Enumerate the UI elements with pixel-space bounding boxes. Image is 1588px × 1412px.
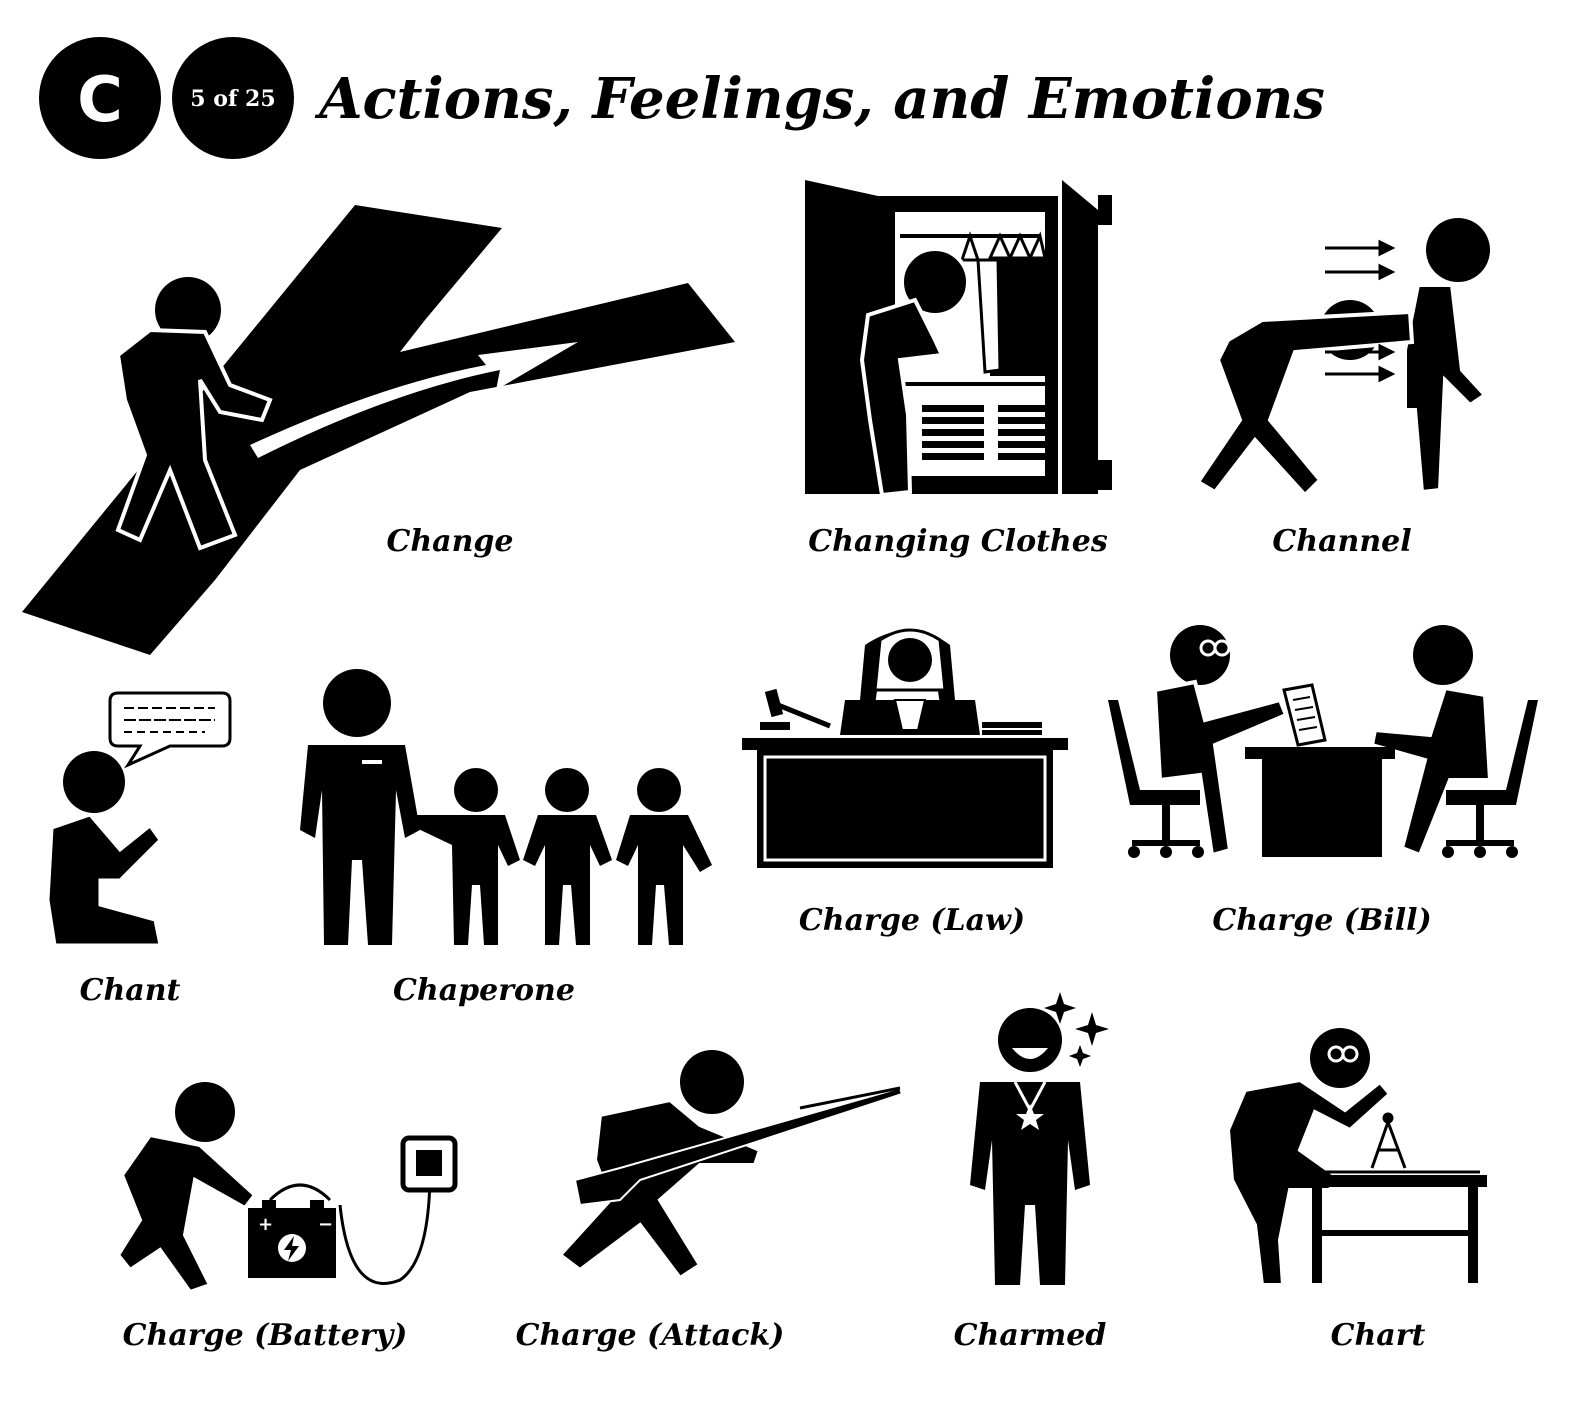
caption-charmed: Charmed [954, 1318, 1107, 1353]
caption-charge-battery: Charge (Battery) [123, 1318, 408, 1353]
caption-change: Change [386, 524, 513, 559]
wardrobe-icon [805, 180, 1112, 498]
sparkle-icons [1044, 992, 1109, 1067]
judge-bench-icon [742, 628, 1068, 868]
header: C 5 of 25 Actions, Feelings, and Emotion… [39, 37, 1325, 159]
icon-charmed: Charmed [954, 992, 1109, 1353]
caption-charge-law: Charge (Law) [799, 903, 1025, 938]
adult-with-children-icon [300, 669, 712, 945]
motion-arrows [1325, 239, 1396, 383]
drafting-table-icon [1225, 1028, 1487, 1287]
icon-charge-battery: + − Charge (Battery) [115, 1082, 458, 1353]
icon-change: Change [22, 205, 735, 655]
caption-changing-clothes: Changing Clothes [808, 524, 1108, 559]
children-figures [410, 768, 712, 945]
icon-charge-attack: Charge (Attack) [516, 1050, 904, 1353]
page-count-text: 5 of 25 [190, 86, 275, 112]
page-count-badge [172, 37, 294, 159]
icon-charge-law: Charge (Law) [742, 628, 1068, 938]
bill-handover-icon [1108, 625, 1538, 858]
speech-lines [124, 707, 215, 733]
compass-icon [1370, 1112, 1407, 1169]
energy-channel-icon [1195, 218, 1490, 498]
icon-channel: Channel [1195, 218, 1490, 559]
caption-chart: Chart [1331, 1318, 1426, 1353]
letter-badge-text: C [77, 63, 123, 136]
gavel-icon [760, 688, 831, 730]
sparkle-medal-icon [970, 992, 1109, 1285]
path-split-icon [22, 205, 735, 655]
caption-chaperone: Chaperone [393, 973, 575, 1008]
kneeling-chant-icon [46, 691, 232, 947]
letter-badge [39, 37, 161, 159]
office-chairs [1108, 700, 1538, 858]
bayonet-charge-icon [557, 1050, 904, 1281]
icon-chant: Chant [46, 691, 232, 1008]
icon-chaperone: Chaperone [300, 669, 712, 1008]
folded-clothes [922, 405, 1048, 460]
caption-channel: Channel [1272, 524, 1411, 559]
svg-text:−: − [318, 1214, 333, 1235]
svg-text:+: + [258, 1214, 273, 1235]
caption-charge-bill: Charge (Bill) [1212, 903, 1431, 938]
icon-changing-clothes: Changing Clothes [805, 180, 1112, 559]
battery-charging-icon: + − [115, 1082, 458, 1295]
caption-charge-attack: Charge (Attack) [516, 1318, 785, 1353]
page-title: Actions, Feelings, and Emotions [314, 66, 1325, 132]
caption-chant: Chant [80, 973, 181, 1008]
icon-charge-bill: Charge (Bill) [1108, 625, 1538, 938]
icon-chart: Chart [1225, 1028, 1487, 1353]
